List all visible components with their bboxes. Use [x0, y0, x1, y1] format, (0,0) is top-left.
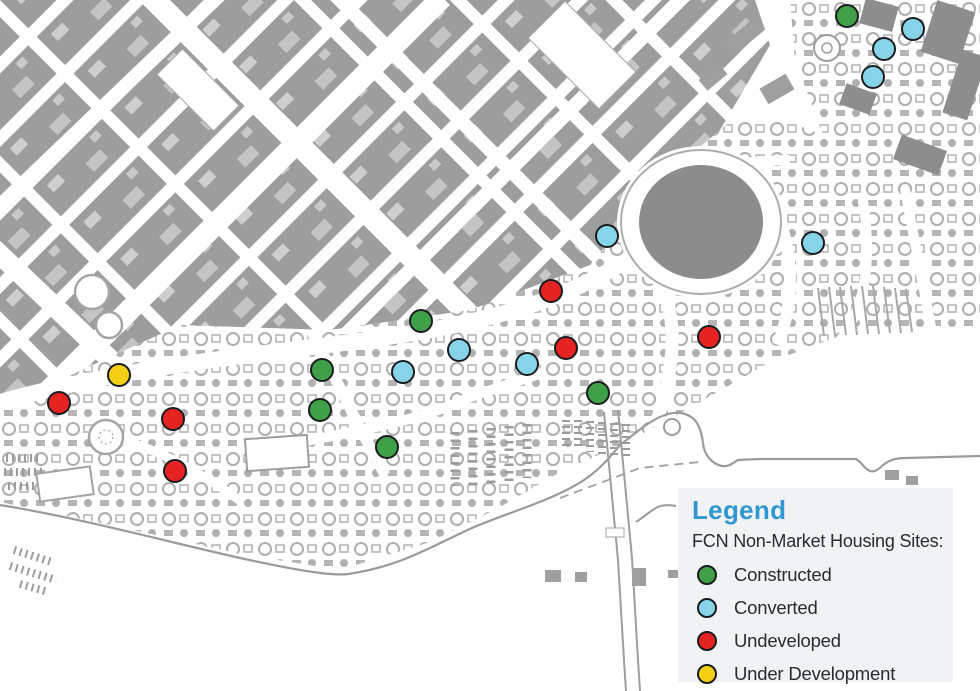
plaza-block	[156, 48, 240, 132]
plaza-block	[527, 0, 637, 110]
site-marker-under-development	[107, 363, 131, 387]
viaduct-blocks	[698, 17, 795, 105]
northeast-blocks	[839, 0, 980, 176]
site-marker-undeveloped	[554, 336, 578, 360]
roundabout-center	[98, 429, 114, 445]
legend-item-undeveloped: Undeveloped	[692, 625, 953, 658]
stadium	[639, 165, 763, 279]
site-marker-constructed	[586, 381, 610, 405]
site-marker-converted	[872, 37, 896, 61]
seawall-path	[559, 461, 701, 499]
site-marker-undeveloped	[161, 407, 185, 431]
bridge	[603, 409, 641, 691]
plaza-circle	[813, 34, 841, 62]
ramp-loop	[73, 273, 111, 311]
site-marker-undeveloped	[697, 325, 721, 349]
legend-item-label: Converted	[734, 597, 818, 619]
site-marker-constructed	[835, 4, 859, 28]
piers	[4, 420, 630, 596]
stadium-ring	[620, 149, 782, 295]
roundabout	[87, 418, 125, 456]
site-marker-constructed	[308, 398, 332, 422]
legend-item-under-development: Under Development	[692, 658, 953, 691]
legend-subtitle: FCN Non-Market Housing Sites:	[692, 530, 944, 551]
legend-item-converted: Converted	[692, 592, 953, 625]
site-marker-undeveloped	[539, 279, 563, 303]
site-marker-converted	[447, 338, 471, 362]
site-marker-converted	[901, 17, 925, 41]
site-marker-undeveloped	[47, 391, 71, 415]
shore-buildings	[545, 470, 918, 586]
rail-yard	[817, 285, 913, 337]
site-marker-constructed	[375, 435, 399, 459]
site-marker-converted	[515, 352, 539, 376]
under-development-swatch-icon	[697, 664, 717, 685]
constructed-swatch-icon	[697, 565, 717, 586]
site-marker-undeveloped	[163, 459, 187, 483]
converted-swatch-icon	[697, 598, 717, 619]
ramp-loop	[94, 310, 124, 340]
site-marker-converted	[391, 360, 415, 384]
legend-item-constructed: Constructed	[692, 559, 953, 592]
site-marker-converted	[801, 231, 825, 255]
site-marker-constructed	[310, 358, 334, 382]
plaza-circle-inner	[821, 42, 833, 54]
bridge-deck	[605, 527, 625, 538]
site-marker-constructed	[409, 309, 433, 333]
legend-item-label: Under Development	[734, 663, 896, 685]
science-world-dome	[663, 418, 681, 436]
large-building	[35, 465, 95, 503]
undeveloped-swatch-icon	[697, 631, 717, 652]
site-marker-converted	[595, 224, 619, 248]
park-block	[243, 433, 311, 473]
legend-item-label: Constructed	[734, 564, 832, 586]
legend-item-label: Undeveloped	[734, 630, 841, 652]
legend-title: Legend	[692, 495, 787, 525]
site-marker-converted	[861, 65, 885, 89]
shoreline	[0, 411, 980, 576]
shore-detail	[635, 504, 677, 523]
legend-panel: Legend FCN Non-Market Housing Sites: Con…	[678, 488, 953, 685]
